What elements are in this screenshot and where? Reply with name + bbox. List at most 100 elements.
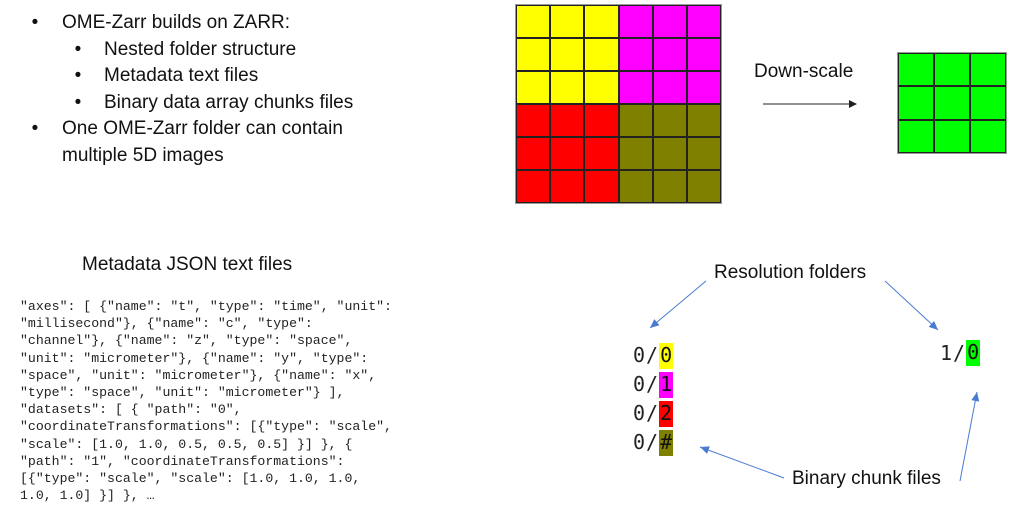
code-line: "channel"}, {"name": "z", "type": "space… xyxy=(20,333,353,349)
chunk-id: # xyxy=(659,429,674,456)
grid-cell-bottom-left xyxy=(516,170,551,203)
resolution-folder-prefix: 0/ xyxy=(633,343,660,367)
downscaled-grid-cell xyxy=(934,119,970,153)
grid-cell-top-right xyxy=(618,5,653,38)
chunk-id: 2 xyxy=(659,400,674,427)
bullet-text: Nested folder structure xyxy=(104,38,297,60)
code-line: "unit": "micrometer"}, {"name": "y", "ty… xyxy=(20,350,369,366)
downscale-label: Down-scale xyxy=(754,61,854,82)
downscaled-grid-cell xyxy=(898,119,934,153)
bullet-item: multiple 5D images xyxy=(30,143,353,170)
grid-cell-top-right xyxy=(618,71,653,104)
resolution-folder-prefix: 1/ xyxy=(940,340,967,365)
bullet-text: OME-Zarr builds on ZARR: xyxy=(62,12,291,33)
code-line: "scale": [1.0, 1.0, 0.5, 0.5, 0.5] }] },… xyxy=(20,436,353,452)
grid-cell-top-left xyxy=(584,5,619,38)
grid-cell-top-left xyxy=(516,38,551,71)
chunk-id: 1 xyxy=(659,371,674,398)
arrow-to-level1-chunk xyxy=(959,391,980,482)
code-line: "space", "unit": "micrometer"}, {"name":… xyxy=(20,367,377,383)
downscaled-grid-cell xyxy=(898,86,934,120)
bullet-text: Binary data array chunks files xyxy=(104,91,354,113)
resolution-folder-prefix: 0/ xyxy=(633,430,660,454)
grid-cell-top-right xyxy=(652,5,687,38)
downscaled-grid-cell xyxy=(970,86,1006,120)
grid-cell-bottom-right xyxy=(686,104,721,137)
bullet-item: • One OME-Zarr folder can contain xyxy=(30,116,353,143)
grid-cell-bottom-right xyxy=(652,137,687,170)
grid-cell-bottom-left xyxy=(584,104,619,137)
chunk-file-path: 0/0 xyxy=(633,341,674,370)
bullet-dot-icon: • xyxy=(31,12,39,33)
grid-cell-top-left xyxy=(516,71,551,104)
bullet-dot-icon: • xyxy=(74,38,82,60)
downscaled-grid-cell xyxy=(970,119,1006,153)
grid-cell-bottom-right xyxy=(652,104,687,137)
bullet-text: Metadata text files xyxy=(104,65,259,86)
code-line: "datasets": [ { "path": "0", xyxy=(20,402,242,418)
chunk-file-path: 0/1 xyxy=(633,370,674,399)
grid-cell-top-left xyxy=(550,5,585,38)
downscaled-grid-cell xyxy=(934,53,970,87)
bullet-dot-icon: • xyxy=(74,65,82,86)
code-line: "millisecond"}, {"name": "c", "type": xyxy=(20,316,313,332)
downscaled-grid xyxy=(897,52,1007,154)
grid-cell-bottom-right xyxy=(618,137,653,170)
bullet-text: multiple 5D images xyxy=(62,144,224,166)
arrow-to-level0-chunk xyxy=(699,446,785,479)
metadata-title: Metadata JSON text files xyxy=(82,254,293,275)
grid-cell-top-left xyxy=(550,71,585,104)
bullet-item: • Binary data array chunks files xyxy=(30,90,354,117)
resolution-folder-prefix: 0/ xyxy=(633,401,660,425)
resolution-folders-label: Resolution folders xyxy=(714,262,867,283)
level1-chunk-list: 1/0 xyxy=(940,338,981,367)
grid-cell-top-right xyxy=(686,5,721,38)
chunk-id: 0 xyxy=(966,339,981,366)
grid-cell-top-right xyxy=(652,71,687,104)
downscaled-grid-cell xyxy=(970,53,1006,87)
downscaled-grid-cell xyxy=(898,53,934,87)
grid-cell-bottom-left xyxy=(516,137,551,170)
code-line: [{"type": "scale", "scale": [1.0, 1.0, 1… xyxy=(20,471,361,487)
grid-cell-bottom-right xyxy=(652,170,687,203)
grid-cell-top-right xyxy=(652,38,687,71)
grid-cell-top-left xyxy=(584,71,619,104)
bullet-text: One OME-Zarr folder can contain xyxy=(62,118,343,139)
grid-cell-bottom-left xyxy=(550,137,585,170)
grid-cell-bottom-left xyxy=(550,104,585,137)
bullet-dot-icon: • xyxy=(31,118,39,139)
grid-cell-bottom-right xyxy=(618,104,653,137)
grid-cell-top-left xyxy=(550,38,585,71)
grid-cell-bottom-left xyxy=(584,137,619,170)
bullet-dot-icon: • xyxy=(74,91,82,113)
code-line: "axes": [ {"name": "t", "type": "time", … xyxy=(20,299,392,314)
grid-cell-bottom-left xyxy=(584,170,619,203)
grid-cell-top-right xyxy=(618,38,653,71)
downscale-arrow-icon xyxy=(763,100,857,108)
downscaled-grid-cell xyxy=(934,86,970,120)
grid-cell-top-right xyxy=(686,38,721,71)
grid-cell-top-left xyxy=(584,38,619,71)
metadata-json-code: "axes": [ {"name": "t", "type": "time", … xyxy=(20,298,392,504)
full-resolution-grid xyxy=(515,4,722,204)
bullet-item: • Nested folder structure xyxy=(30,37,353,64)
chunk-file-path: 0/# xyxy=(633,428,674,457)
code-line: 1.0, 1.0] }] }, … xyxy=(20,488,155,504)
chunk-id: 0 xyxy=(659,342,674,369)
grid-cell-bottom-left xyxy=(550,170,585,203)
grid-cell-bottom-left xyxy=(516,104,551,137)
bullet-list: • OME-Zarr builds on ZARR: • Nested folder … xyxy=(30,10,354,170)
grid-cell-top-left xyxy=(516,5,551,38)
grid-cell-top-right xyxy=(686,71,721,104)
code-line: "path": "1", "coordinateTransformations"… xyxy=(20,453,345,469)
grid-cell-bottom-right xyxy=(618,170,653,203)
arrow-to-level0-folder xyxy=(649,280,707,329)
resolution-folder-prefix: 0/ xyxy=(633,372,660,396)
chunk-file-path: 1/0 xyxy=(940,338,981,367)
code-line: "type": "space", "unit": "micrometer"} ]… xyxy=(20,385,345,401)
grid-cell-bottom-right xyxy=(686,137,721,170)
bullet-item: • Metadata text files xyxy=(30,63,353,90)
binary-chunk-files-label: Binary chunk files xyxy=(792,468,941,489)
chunk-file-path: 0/2 xyxy=(633,399,674,428)
